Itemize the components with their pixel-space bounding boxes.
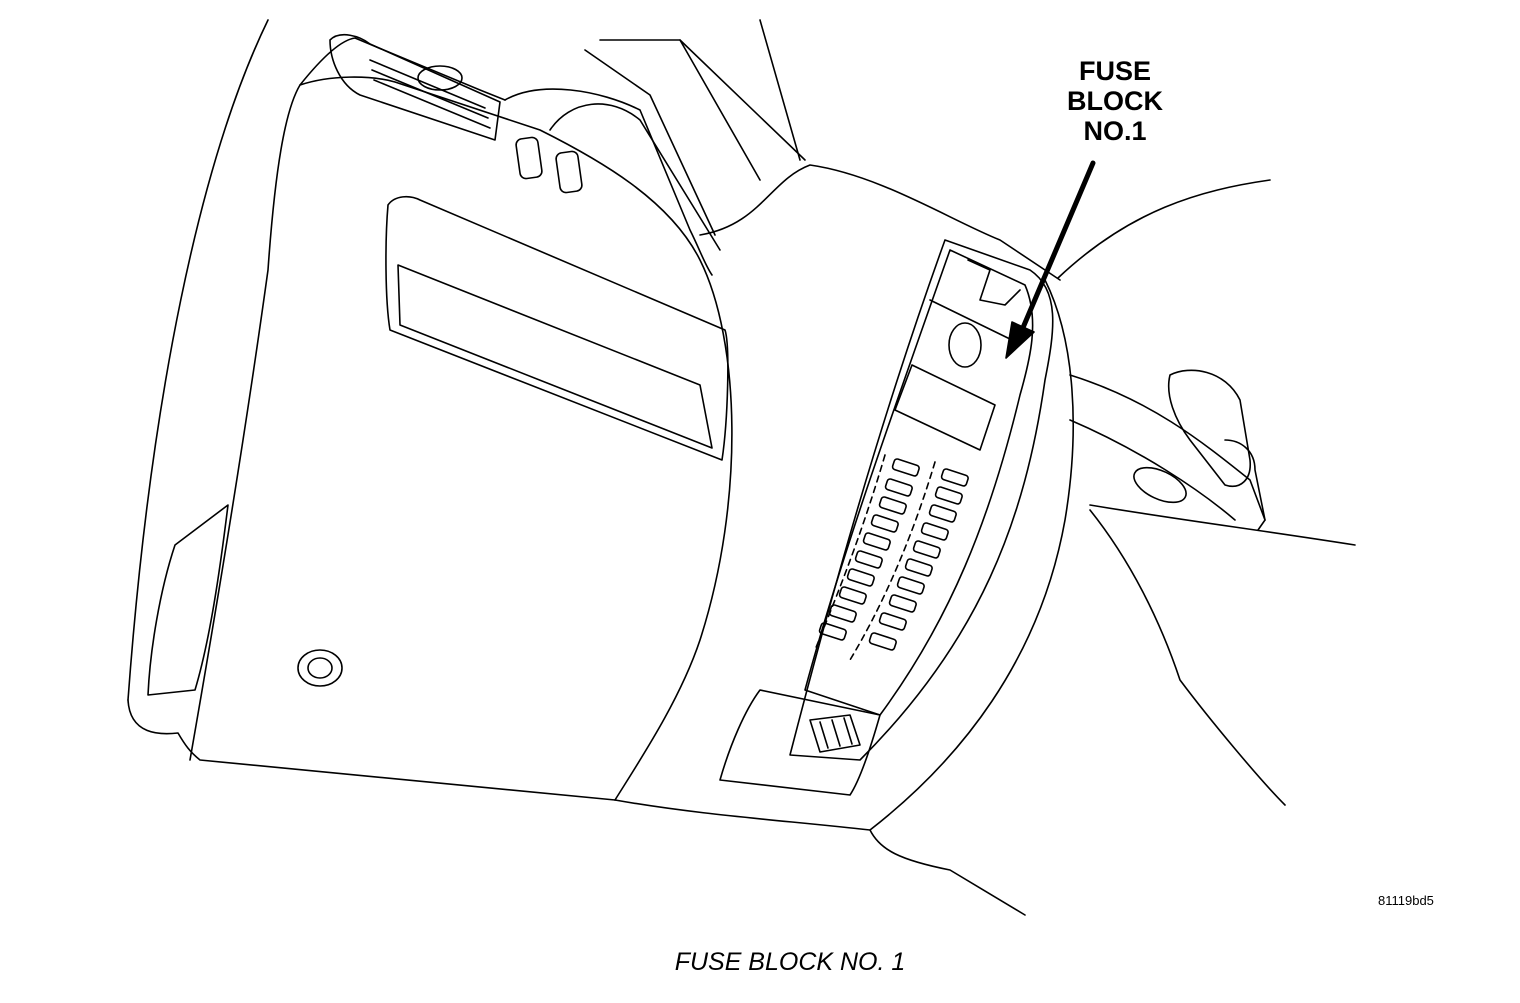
- fuse: [920, 522, 949, 541]
- connector: [809, 714, 861, 753]
- fuse: [838, 586, 867, 605]
- fuse: [912, 540, 941, 559]
- callout-arrow-head: [1005, 321, 1035, 359]
- fuse: [818, 622, 847, 641]
- vent-bezel: [329, 33, 501, 141]
- shifter-handle: [1224, 439, 1266, 531]
- fuse-block-callout-label: FUSE BLOCK NO.1: [1040, 56, 1190, 146]
- fuse: [934, 486, 963, 505]
- fuse: [846, 568, 875, 587]
- switch: [515, 136, 543, 180]
- vent-slat: [369, 59, 486, 109]
- fuse: [862, 532, 891, 551]
- connector-pin: [831, 719, 841, 747]
- vent-slat: [373, 79, 491, 129]
- figure-caption: FUSE BLOCK NO. 1: [674, 948, 906, 976]
- console-line-2: [1069, 419, 1236, 521]
- dash-curve-right: [1057, 179, 1271, 279]
- left-vent-opening: [147, 504, 229, 696]
- right-trim-edge: [869, 279, 1074, 916]
- callout-line-1: FUSE: [1078, 56, 1151, 86]
- fuse-block-tab: [967, 259, 1021, 306]
- seat-front: [1089, 509, 1286, 806]
- panel-slot: [385, 195, 729, 461]
- fuse: [884, 478, 913, 497]
- fuse-block-recess: [804, 249, 1034, 716]
- column-tube: [584, 49, 716, 236]
- a-pillar-edge: [127, 19, 269, 701]
- console-knob: [1133, 466, 1187, 504]
- fuse: [868, 632, 897, 651]
- column-shroud-outline: [189, 76, 733, 801]
- callout-line-3: NO.1: [1083, 116, 1147, 146]
- fuse-column-left: [818, 458, 920, 641]
- fuse: [891, 458, 920, 477]
- lower-opening: [719, 689, 881, 796]
- console-line: [1069, 374, 1266, 521]
- panel-slot-inner: [397, 264, 713, 449]
- fuse-block-clip: [948, 322, 982, 368]
- fuse-block-panel: [789, 239, 1054, 761]
- fuse: [878, 612, 907, 631]
- knee-panel-outline: [127, 699, 616, 801]
- fuse: [828, 604, 857, 623]
- shroud-inner-line: [299, 37, 506, 101]
- fuse-column-right: [868, 468, 969, 651]
- lock-cylinder-inner: [307, 657, 333, 679]
- windshield-edge-2: [759, 19, 801, 161]
- vent-slat: [371, 69, 489, 119]
- fuse: [896, 576, 925, 595]
- shifter-rod: [1167, 369, 1251, 487]
- fuse: [870, 514, 899, 533]
- windshield-edge: [679, 39, 806, 161]
- connector-pin: [819, 721, 829, 749]
- fuse: [878, 496, 907, 515]
- fuse: [888, 594, 917, 613]
- fuse: [854, 550, 883, 569]
- lower-trim-edge: [614, 799, 871, 831]
- switch: [555, 150, 583, 194]
- figure-code: 81119bd5: [1378, 893, 1434, 908]
- fuse: [940, 468, 969, 487]
- fuse-label-window: [894, 364, 996, 451]
- lock-cylinder-outer: [297, 649, 343, 687]
- callout-arrow-shaft: [1019, 160, 1096, 333]
- upper-dash-contour: [504, 88, 713, 276]
- fuse-block-divider: [929, 299, 1013, 341]
- fuse: [904, 558, 933, 577]
- gauge-hood: [549, 103, 721, 251]
- callout-line-2: BLOCK: [1067, 86, 1163, 116]
- fuse-outline-dashes-left: [814, 454, 886, 651]
- dash-top-line: [699, 164, 1061, 281]
- fuse: [928, 504, 957, 523]
- seat-edge: [1089, 504, 1356, 546]
- vent-knob: [417, 65, 463, 91]
- connector-pin: [843, 717, 853, 745]
